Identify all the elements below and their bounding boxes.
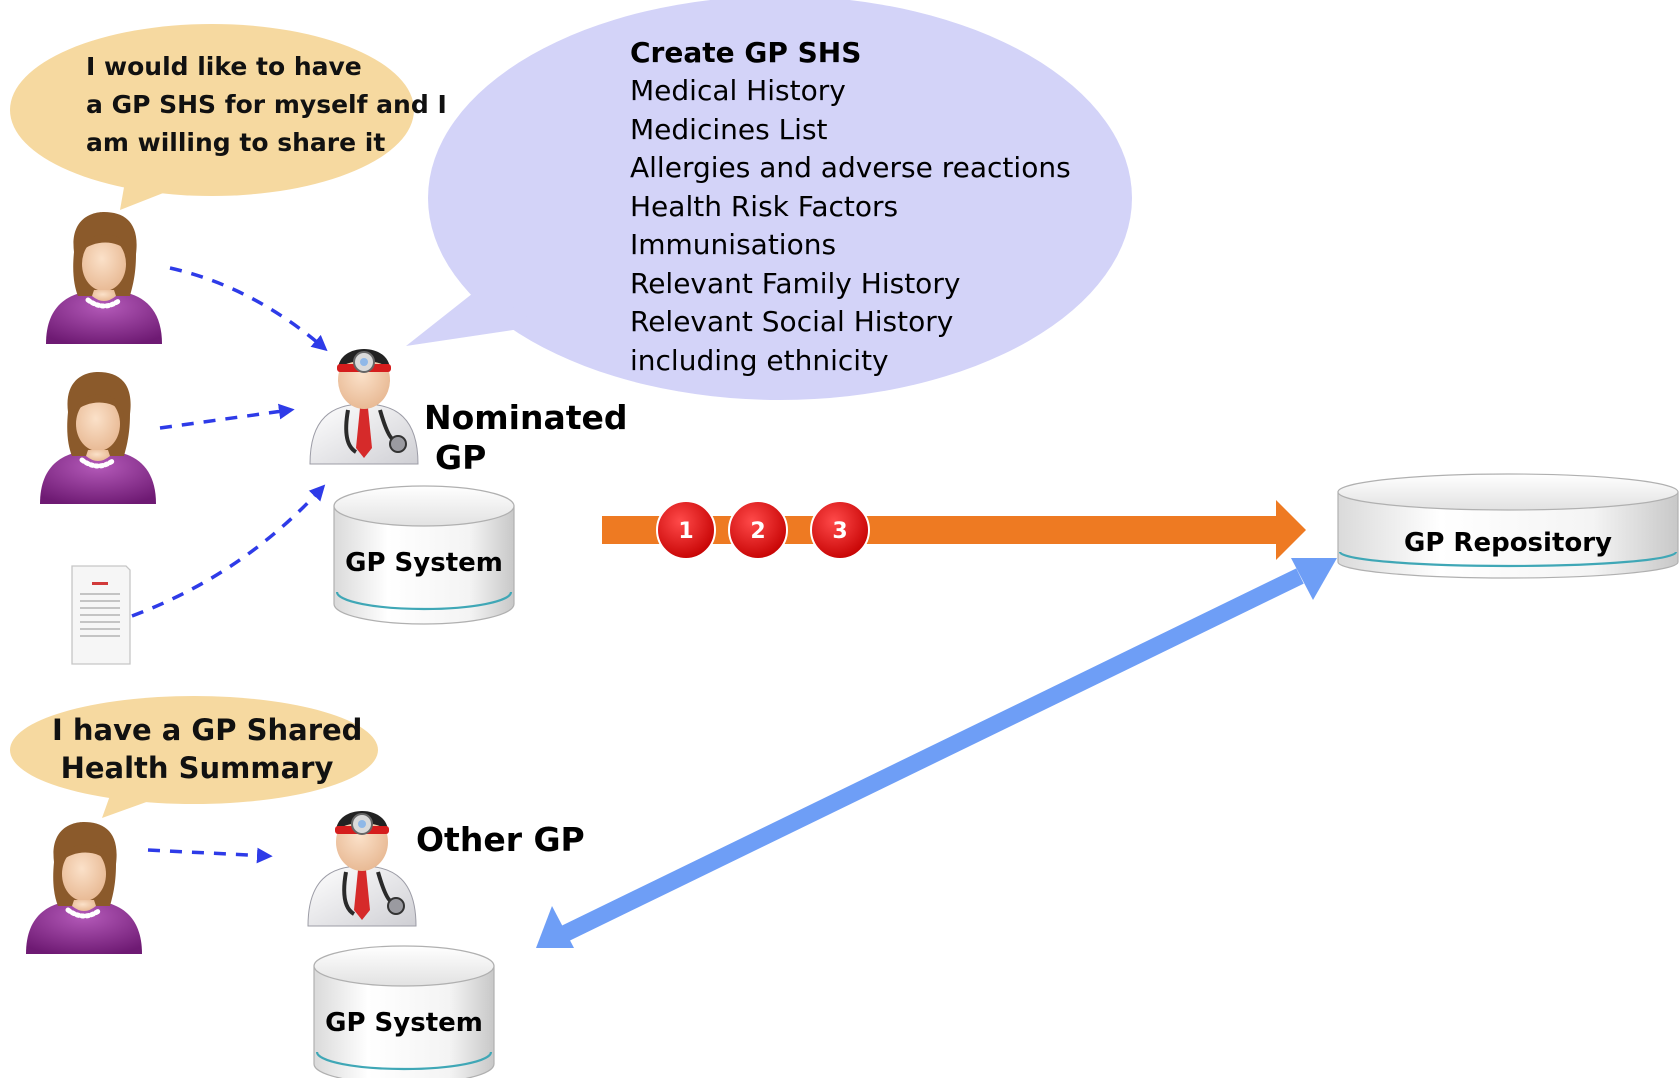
gp-task-item: including ethnicity [630,343,889,377]
step-2-label: 2 [750,519,765,544]
gp-task-item: Medicines List [630,112,828,146]
patient-icon [26,822,142,954]
patient-request-bubble [10,24,414,210]
other-gp-label: Other GP [416,820,585,859]
patient-icon [40,372,156,504]
step-2: 2 [728,500,788,560]
patient-has-text: I have a GP Shared Health Summary [52,711,363,787]
patient-has-bubble [10,696,378,818]
gp-task-list: Create GP SHS Medical History Medicines … [630,34,1071,380]
gp-task-item: Medical History [630,74,846,107]
database-icon [1337,473,1679,579]
step-3: 3 [810,500,870,560]
patient-has-line: Health Summary [60,751,334,785]
gp-task-item: Relevant Family History [630,266,961,300]
patient-request-line: I would like to have [86,52,362,81]
gp-task-title: Create GP SHS [630,36,862,69]
step-1-label: 1 [678,519,693,544]
gp-task-item: Relevant Social History [630,305,954,338]
patient-to-gp-arrow [169,266,328,352]
document-to-gp-arrow [131,484,326,618]
gp-task-item: Immunisations [630,228,837,261]
patient-to-other-gp-arrow [147,847,273,864]
doctor-icon [306,809,418,928]
gp-repository-label: GP Repository [1403,528,1613,558]
patient-has-line: I have a GP Shared [52,713,363,747]
gp-task-item: Allergies and adverse reactions [630,151,1071,184]
step-1: 1 [656,500,716,560]
patient-request-line: a GP SHS for myself and I [86,90,447,119]
step-3-label: 3 [832,519,847,544]
upload-arrow [602,500,1306,560]
nominated-gp-label: Nominated GP [424,398,628,478]
exchange-arrow [536,558,1337,948]
patient-request-text: I would like to have a GP SHS for myself… [86,48,447,162]
document-icon [71,565,131,665]
gp-task-bubble [406,0,1132,400]
doctor-icon [308,347,420,466]
patient-to-gp-arrow [159,403,295,430]
gp-system-label: GP System [345,548,503,578]
nominated-gp-line: Nominated [424,398,628,437]
patient-request-line: am willing to share it [86,128,386,157]
nominated-gp-line: GP [435,438,487,477]
patient-icon [46,212,162,344]
dashed-connectors [131,266,328,864]
gp-task-item: Health Risk Factors [630,189,899,223]
gp-system-label: GP System [325,1008,483,1038]
